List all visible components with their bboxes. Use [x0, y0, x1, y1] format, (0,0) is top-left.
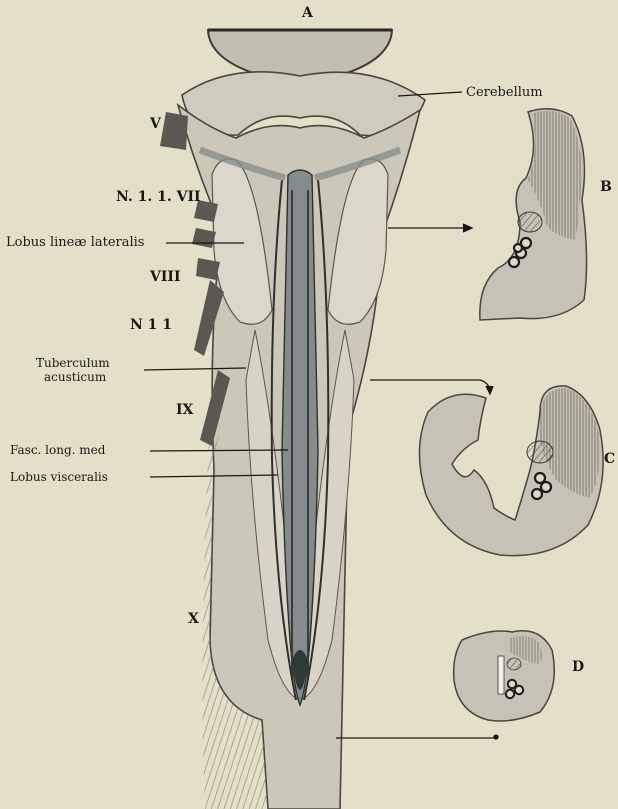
label-lobus-lineae-lateralis: Lobus lineæ lateralis [6, 236, 144, 250]
label-nerve-x: X [188, 612, 199, 627]
arrow-to-b-head [463, 224, 472, 232]
label-nerve-v: V [150, 117, 161, 132]
arrow-to-d-end [494, 735, 498, 739]
label-nerve-viii: VIII [150, 270, 181, 285]
section-b-hatch-oval [518, 212, 542, 232]
section-label-d: D [572, 660, 584, 675]
label-nerve-n-l-l-vii: N. 1. 1. VII [116, 190, 201, 205]
section-d-hatch-oval [507, 658, 521, 670]
section-label-b: B [600, 180, 612, 195]
section-label-c: C [604, 452, 615, 467]
section-c [419, 386, 603, 556]
label-nerve-ix: IX [176, 403, 193, 418]
nerve-root-v [160, 112, 188, 150]
figure-label-a: A [302, 6, 313, 21]
cerebellum-shape [182, 72, 425, 136]
section-b [480, 109, 587, 320]
label-fasc-long-med: Fasc. long. med [10, 444, 105, 457]
label-cerebellum: Cerebellum [466, 86, 543, 100]
label-nerve-n-l-l: N 1 1 [130, 318, 172, 333]
arrow-to-c [370, 380, 490, 390]
label-tuberculum-line1: Tuberculum [36, 357, 110, 370]
arrow-to-c-head [486, 386, 493, 394]
label-tuberculum-line2: acusticum [44, 371, 106, 384]
label-lobus-visceralis: Lobus visceralis [10, 471, 108, 484]
nerve-root-vii-b [192, 228, 216, 248]
section-c-hatch-oval [527, 441, 553, 463]
section-d [454, 631, 555, 721]
section-d-slit [498, 656, 504, 694]
